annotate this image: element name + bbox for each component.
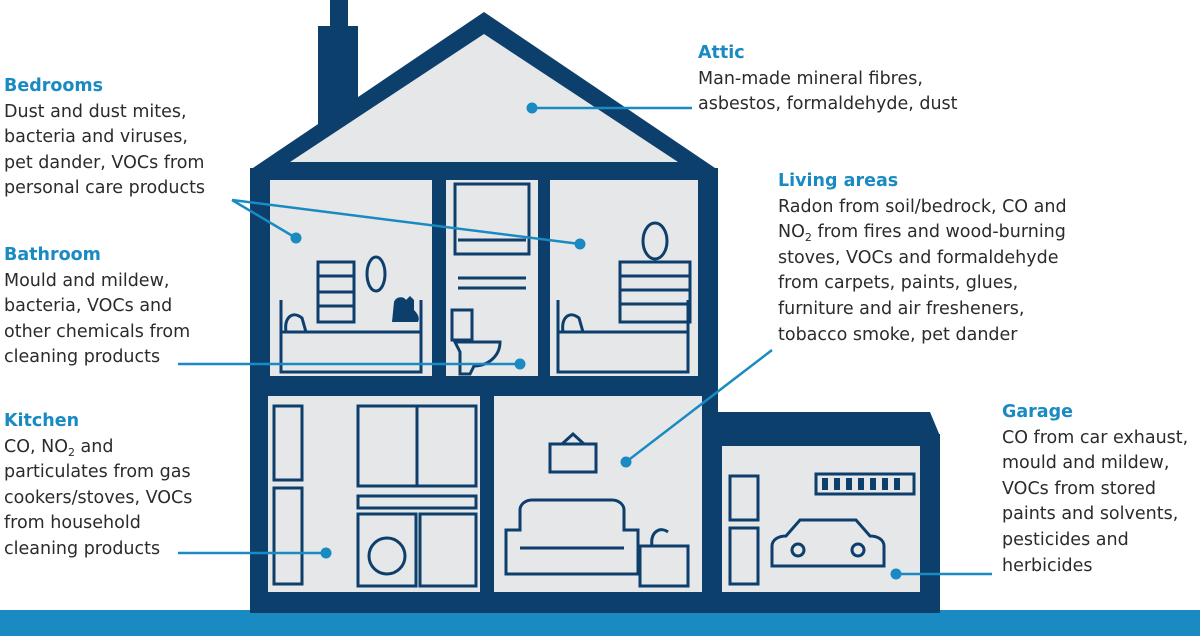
leader-living: [625, 349, 773, 463]
callout-attic: Attic Man-made mineral fibres, asbestos,…: [698, 41, 958, 118]
garage-window: [814, 472, 916, 496]
garage-roof: [712, 412, 940, 436]
living-room: [494, 396, 702, 592]
callout-bathroom-title: Bathroom: [4, 245, 101, 265]
callout-line: pesticides and: [1002, 529, 1129, 550]
callout-kitchen-title: Kitchen: [4, 411, 80, 431]
leader-bedrooms-right: [231, 198, 581, 246]
chimney-pot: [330, 0, 348, 30]
callout-line: cookers/stoves, VOCs: [4, 487, 193, 508]
callout-bedrooms: Bedrooms Dust and dust mites, bacteria a…: [4, 74, 205, 202]
callout-attic-title: Attic: [698, 43, 745, 63]
callout-line: personal care products: [4, 178, 206, 199]
callout-line: particulates from gas: [4, 462, 191, 483]
callout-kitchen: Kitchen CO, NO2 and particulates from ga…: [4, 409, 192, 563]
washing-machine-door: [367, 536, 407, 576]
marker-attic: [526, 102, 538, 114]
callout-line: other chemicals from: [4, 321, 191, 342]
dresser-right: [618, 260, 692, 324]
callout-line: cleaning products: [4, 538, 161, 559]
bathroom-cabinet: [453, 182, 531, 256]
callout-line: asbestos, formaldehyde, dust: [698, 94, 958, 115]
marker-living: [620, 456, 632, 468]
ground-strip: [0, 610, 1200, 636]
marker-kitchen: [320, 547, 332, 559]
callout-line: Man-made mineral fibres,: [698, 68, 923, 89]
callout-line: stoves, VOCs and formaldehyde: [778, 247, 1059, 268]
car: [770, 518, 886, 568]
marker-bedroom-right: [574, 238, 586, 250]
callout-garage-title: Garage: [1002, 402, 1074, 422]
sofa: [504, 498, 640, 576]
callout-line: from carpets, paints, glues,: [778, 273, 1019, 294]
bedroom-right: [550, 180, 698, 376]
side-table: [638, 544, 690, 588]
cat: [392, 296, 419, 322]
callout-line: Radon from soil/bedrock, CO and: [778, 196, 1067, 217]
callout-line: paints and solvents,: [1002, 504, 1179, 525]
callout-line: CO from car exhaust,: [1002, 427, 1189, 448]
callout-line: from household: [4, 513, 141, 534]
picture-frame: [548, 442, 598, 474]
callout-line: Dust and dust mites,: [4, 101, 187, 122]
kitchen-tall-cabinet: [272, 404, 304, 482]
callout-line: bacteria and viruses,: [4, 127, 188, 148]
marker-garage: [890, 568, 902, 580]
callout-line: CO, NO2 and: [4, 436, 114, 459]
washing-machine: [356, 512, 418, 588]
toilet-tank: [450, 308, 474, 342]
callout-line: cleaning products: [4, 347, 161, 368]
callout-line: Mould and mildew,: [4, 270, 170, 291]
callout-line: herbicides: [1002, 555, 1093, 576]
bedroom-left: [270, 180, 432, 376]
kitchen: [268, 396, 480, 592]
callout-line: bacteria, VOCs and: [4, 296, 173, 317]
garage-shelf: [728, 474, 760, 522]
callout-line: tobacco smoke, pet dander: [778, 324, 1018, 345]
callout-line: mould and mildew,: [1002, 453, 1170, 474]
attic-room: [290, 34, 678, 162]
leader-bedrooms-left: [231, 198, 297, 240]
callout-line: pet dander, VOCs from: [4, 152, 205, 173]
callout-line: VOCs from stored: [1002, 478, 1156, 499]
mirror-left: [365, 255, 387, 293]
callout-living-title: Living areas: [778, 171, 899, 191]
callout-line: NO2 from fires and wood-burning: [778, 222, 1066, 245]
callout-garage: Garage CO from car exhaust, mould and mi…: [1002, 400, 1188, 579]
marker-bedroom-left: [290, 232, 302, 244]
callout-living-areas: Living areas Radon from soil/bedrock, CO…: [778, 169, 1067, 348]
callout-bedrooms-title: Bedrooms: [4, 76, 104, 96]
marker-bathroom: [514, 358, 526, 370]
callout-line: furniture and air fresheners,: [778, 298, 1025, 319]
pillow-left: [284, 313, 308, 334]
mirror-right: [641, 221, 669, 261]
callout-bathroom: Bathroom Mould and mildew, bacteria, VOC…: [4, 243, 190, 371]
